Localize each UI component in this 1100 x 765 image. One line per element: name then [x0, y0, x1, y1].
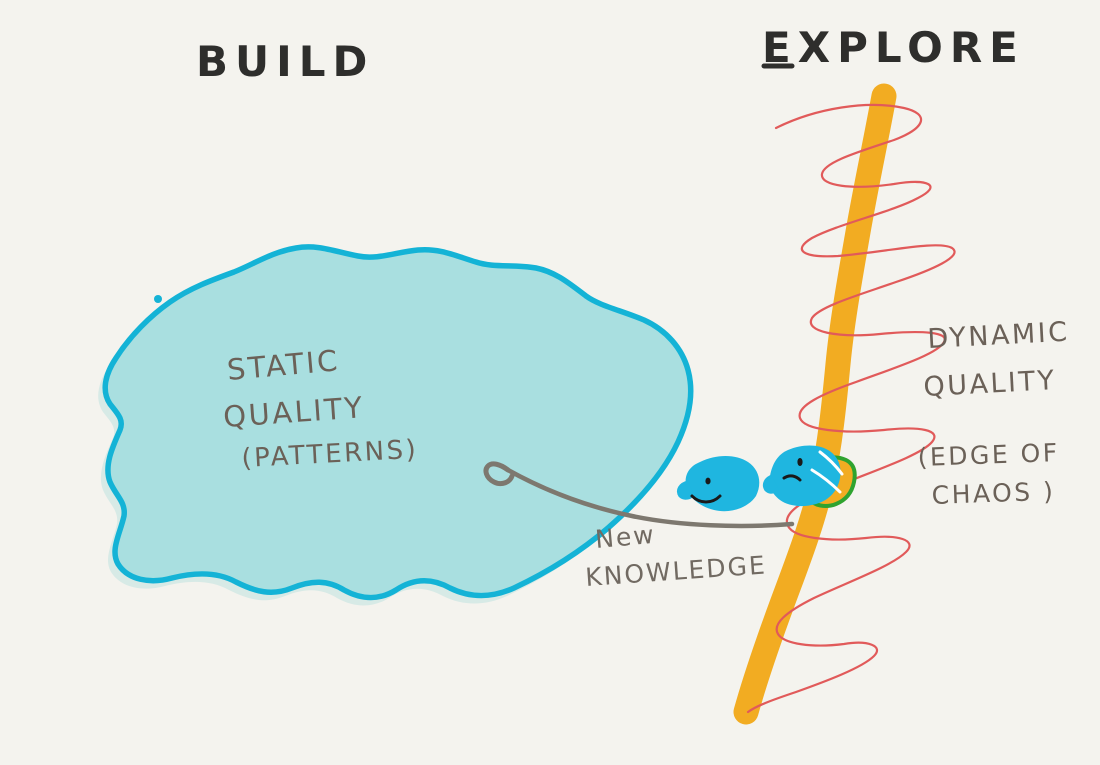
- label-dynamic-quality-line4: CHAOS ): [931, 477, 1056, 510]
- creature-left: [676, 456, 760, 512]
- static-quality-region: [98, 244, 694, 606]
- creature-right-body: [769, 445, 841, 507]
- creature-right-highlight-a: [818, 450, 844, 476]
- label-new-knowledge-line1: New: [594, 520, 657, 554]
- creature-left-mouth: [690, 494, 722, 504]
- blob-outline: [102, 244, 694, 601]
- knowledge-arrow: [483, 461, 795, 529]
- creature-right-eye: [797, 458, 803, 466]
- creature-right-snout: [762, 474, 780, 494]
- blob-stroke-start-dot: [154, 295, 162, 303]
- orange-band-stroke: [733, 83, 897, 725]
- creature-left-body: [685, 456, 760, 512]
- arrow-shaft: [505, 467, 795, 529]
- creature-right: [762, 445, 844, 507]
- creature-left-eye: [705, 477, 711, 485]
- creature-right-highlight-b: [810, 468, 842, 494]
- title-build: BUILD: [196, 37, 374, 86]
- label-dynamic-quality-line1: DYNAMIC: [927, 317, 1071, 355]
- creature-right-mouth: [782, 474, 802, 482]
- label-dynamic-quality-line2: QUALITY: [923, 365, 1057, 403]
- dynamic-band: [733, 83, 897, 725]
- blob-fill: [105, 246, 691, 598]
- label-dynamic-quality-line3: (EDGE OF: [917, 438, 1060, 472]
- title-explore: EXPLORE: [762, 23, 1025, 72]
- chaos-squiggle: [746, 103, 956, 714]
- arrow-head: [483, 461, 515, 487]
- squiggle-path: [746, 103, 956, 714]
